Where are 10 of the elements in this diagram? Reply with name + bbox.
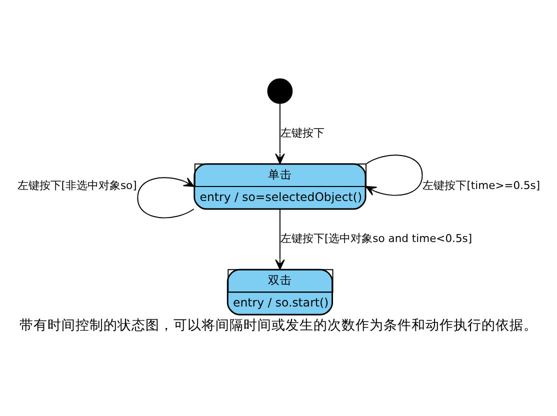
edge-label: 左键按下[非选中对象so] xyxy=(17,179,137,192)
arrow xyxy=(275,208,285,270)
edge-label: 左键按下[选中对象so and time<0.5s] xyxy=(280,232,472,246)
arrow xyxy=(275,103,285,164)
caption: 带有时间控制的状态图，可以将间隔时间或发生的次数作为条件和动作执行的依据。 xyxy=(20,317,538,334)
arrow xyxy=(137,177,194,218)
node-circle xyxy=(267,78,293,104)
arrow xyxy=(366,154,423,196)
edge-label: 左键按下[time>=0.5s] xyxy=(422,179,540,192)
edge-label: 左键按下 xyxy=(280,126,324,140)
